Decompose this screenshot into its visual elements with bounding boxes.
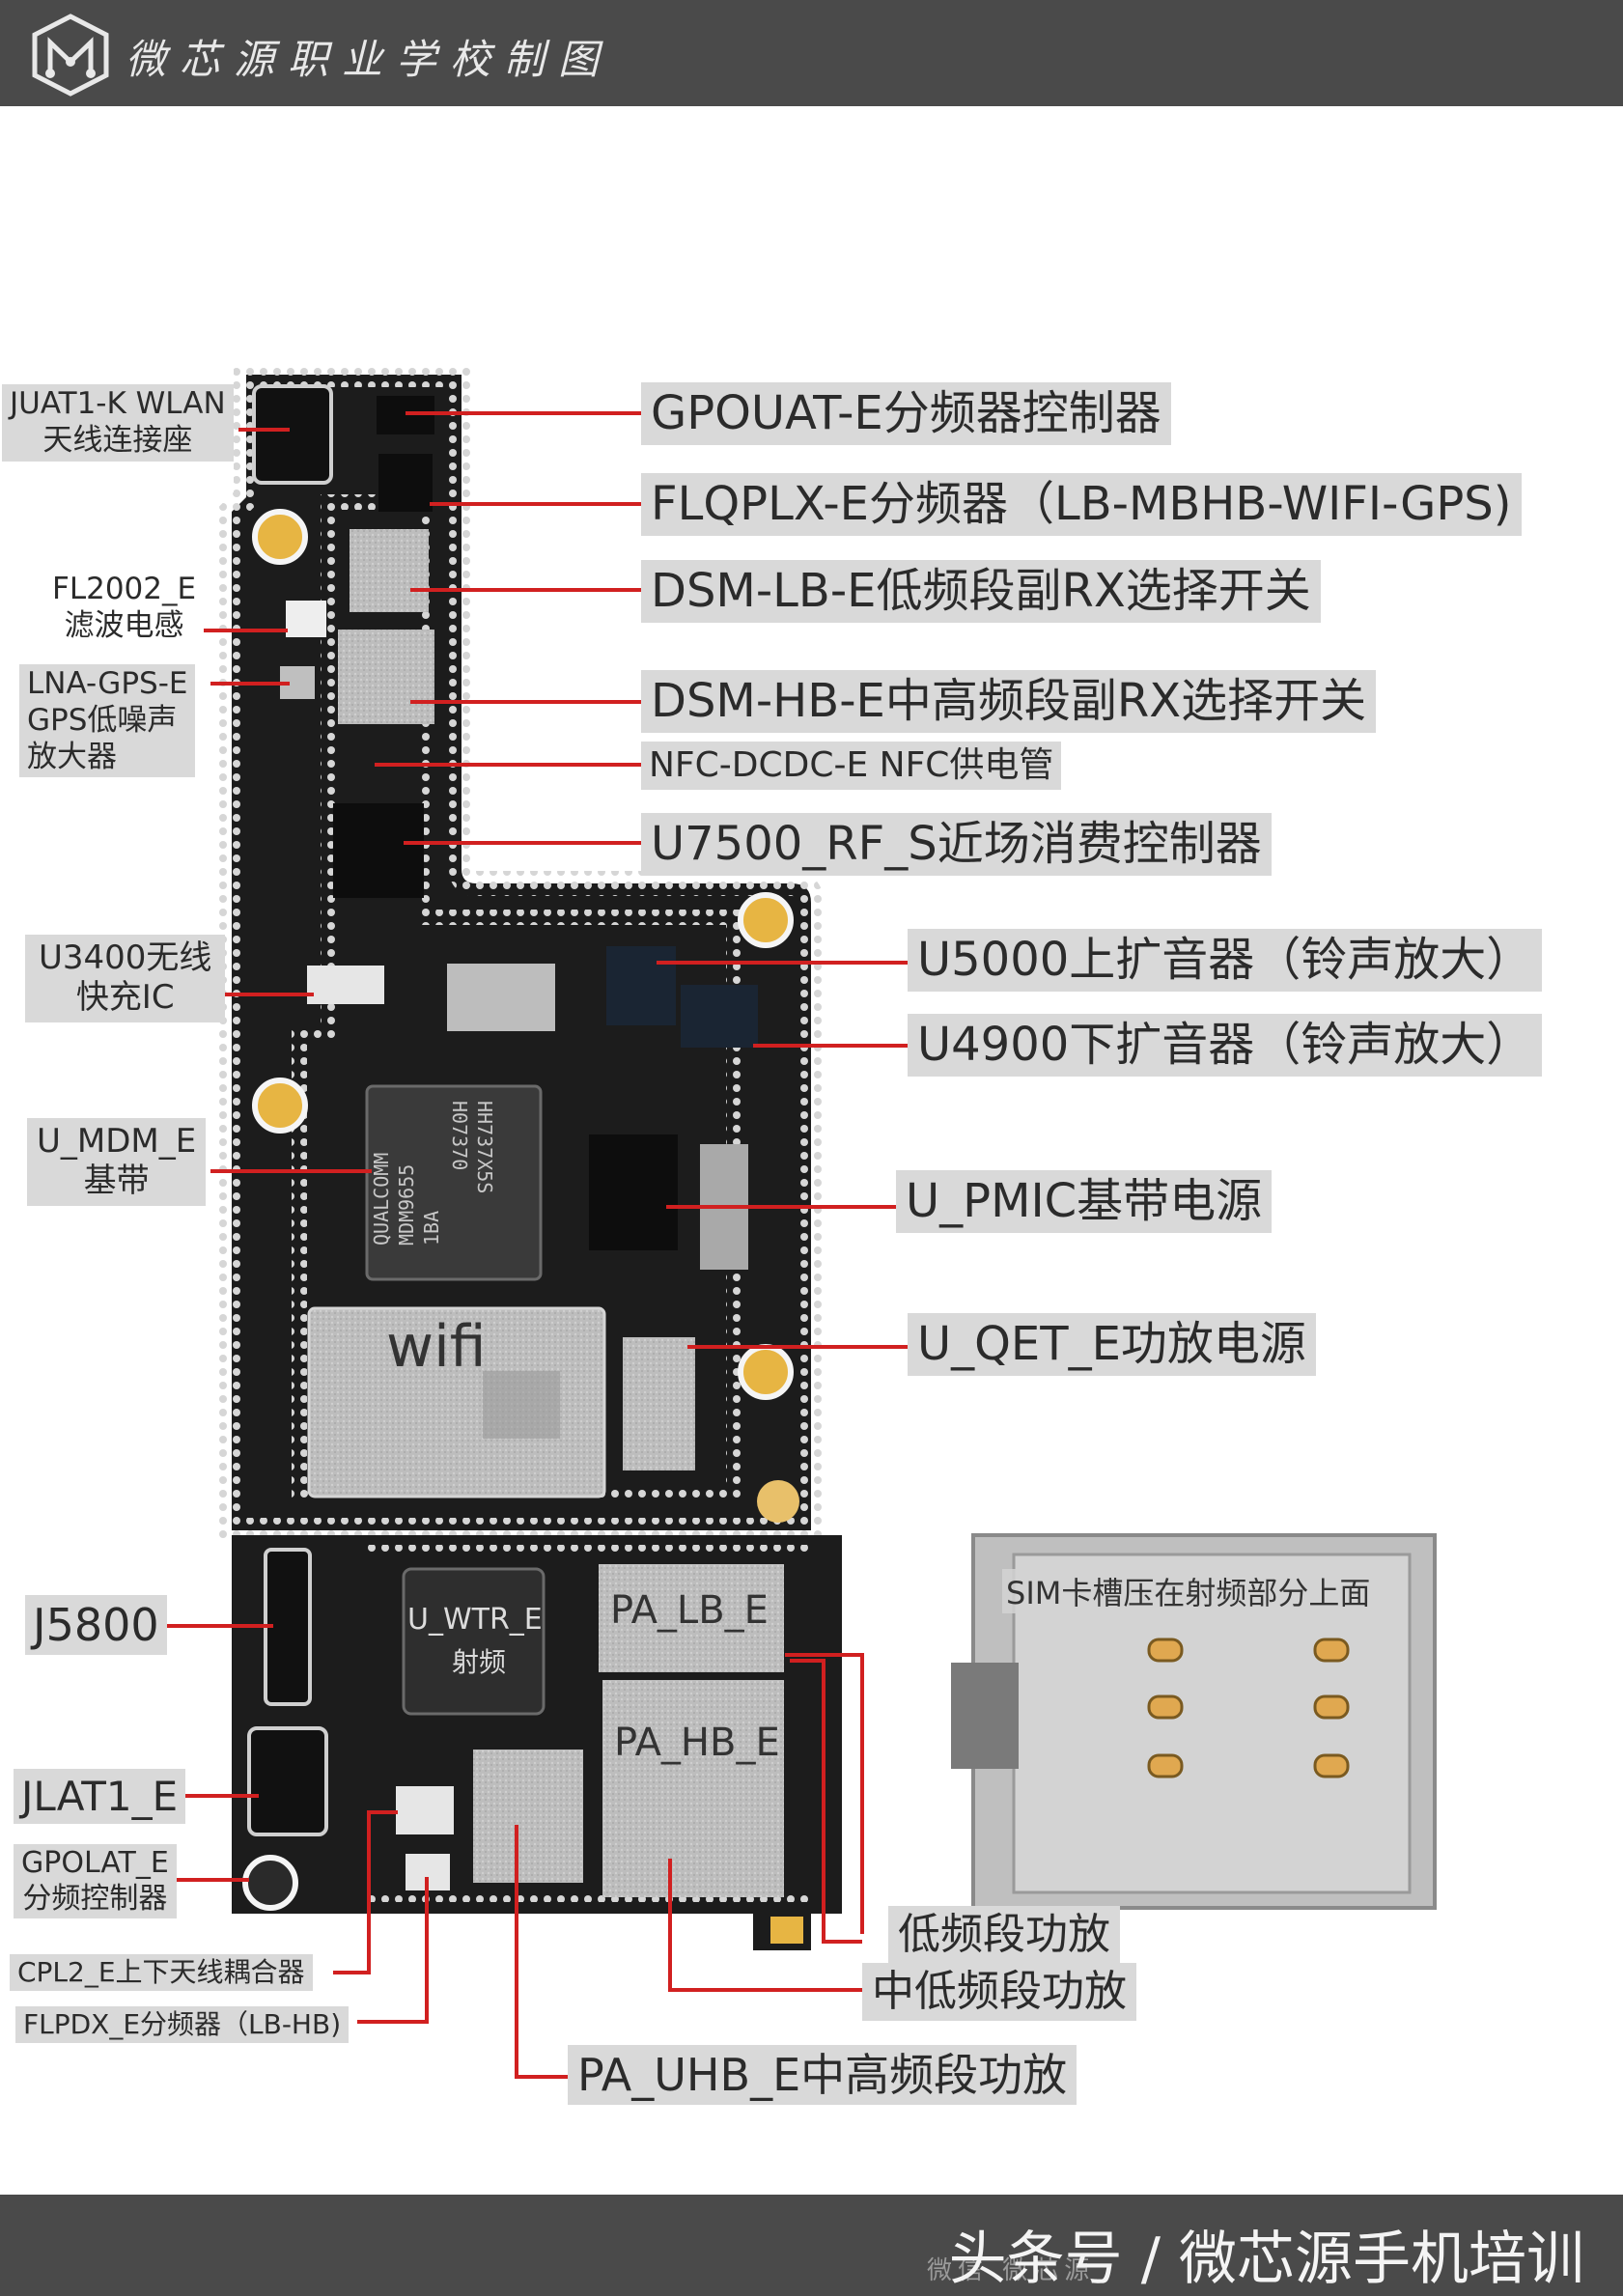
label-juat1k: JUAT1-K WLAN 天线连接座 bbox=[2, 384, 234, 462]
label-lna-line3: 放大器 bbox=[27, 739, 117, 774]
label-fl2002-line2: 滤波电感 bbox=[64, 607, 184, 643]
label-umdm-line2: 基带 bbox=[83, 1162, 150, 1201]
label-u4900: U4900下扩音器（铃声放大） bbox=[908, 1014, 1543, 1077]
mdm-chip-text: QUALCOMM MDM9655 1BA bbox=[369, 1153, 444, 1246]
label-u3400-line2: 快充IC bbox=[75, 978, 175, 1018]
footer-text: 头条号 / 微芯源手机培训 bbox=[948, 2226, 1584, 2293]
label-jlat1: JLAT1_E bbox=[14, 1769, 186, 1825]
wtr-chip-sublabel: 射频 bbox=[452, 1646, 507, 1678]
label-u7500: U7500_RF_S近场消费控制器 bbox=[641, 813, 1272, 876]
pa-hb-chip-label: PA_HB_E bbox=[614, 1721, 780, 1765]
sim-note: SIM卡槽压在射频部分上面 bbox=[1002, 1569, 1375, 1613]
label-fl2002-line1: FL2002_E bbox=[52, 572, 197, 606]
label-umdm: U_MDM_E 基带 bbox=[27, 1118, 207, 1206]
label-lna-line1: LNA-GPS-E bbox=[27, 666, 188, 701]
pa-lb-chip-label: PA_LB_E bbox=[610, 1588, 769, 1633]
label-j5800: J5800 bbox=[25, 1595, 167, 1656]
lower-board-chips bbox=[396, 1564, 803, 1944]
label-gpolat-line2: 分频控制器 bbox=[22, 1881, 168, 1916]
footer-watermark: 微信 微芯源 bbox=[927, 2256, 1096, 2285]
header-bar: 微芯源职业学校制图 bbox=[0, 0, 1623, 106]
wtr-chip-label: U_WTR_E bbox=[407, 1603, 543, 1637]
logo-icon bbox=[32, 14, 109, 97]
label-pa-uhb: PA_UHB_E中高频段功放 bbox=[568, 2045, 1077, 2106]
wifi-chip-label: wifi bbox=[386, 1313, 487, 1381]
label-gpolat-line1: GPOLAT_E bbox=[21, 1846, 169, 1880]
mdm-chip-line3: 1BA bbox=[420, 1210, 443, 1246]
label-juat1k-line2: 天线连接座 bbox=[42, 422, 193, 458]
mdm-chip-side1: HH737X5S bbox=[473, 1101, 496, 1194]
label-midlow-pa: 中低频段功放 bbox=[862, 1963, 1136, 2021]
mdm-chip-side2: H07370 bbox=[448, 1101, 471, 1171]
mdm-chip-line2: MDM9655 bbox=[395, 1163, 418, 1246]
label-gpolat: GPOLAT_E 分频控制器 bbox=[14, 1844, 177, 1919]
label-juat1k-line1: JUAT1-K WLAN bbox=[10, 386, 226, 421]
mdm-chip-side-text: HH737X5S H07370 bbox=[447, 1101, 497, 1193]
label-u5000: U5000上扩音器（铃声放大） bbox=[908, 929, 1543, 992]
label-low-pa: 低频段功放 bbox=[888, 1906, 1120, 1964]
label-flpdx: FLPDX_E分频器（LB-HB) bbox=[15, 2006, 350, 2044]
label-dsm-hb: DSM-HB-E中高频段副RX选择开关 bbox=[641, 670, 1377, 733]
label-uqet: U_QET_E功放电源 bbox=[908, 1313, 1316, 1376]
apple-logo bbox=[757, 1480, 799, 1523]
label-nfc-dcdc: NFC-DCDC-E NFC供电管 bbox=[641, 742, 1062, 790]
connectors bbox=[247, 384, 333, 1836]
brand-title: 微芯源职业学校制图 bbox=[126, 36, 613, 83]
label-u3400: U3400无线 快充IC bbox=[25, 935, 226, 1022]
label-upmic: U_PMIC基带电源 bbox=[896, 1170, 1273, 1233]
footer-bar: 微信 微芯源 头条号 / 微芯源手机培训 bbox=[0, 2195, 1623, 2296]
label-u3400-line1: U3400无线 bbox=[39, 938, 212, 977]
label-cpl2: CPL2_E上下天线耦合器 bbox=[10, 1954, 313, 1992]
label-gpouat: GPOUAT-E分频器控制器 bbox=[641, 382, 1171, 445]
mounting-holes bbox=[242, 509, 794, 1911]
label-umdm-line1: U_MDM_E bbox=[37, 1122, 197, 1161]
mdm-chip-line1: QUALCOMM bbox=[370, 1152, 393, 1246]
label-lna-line2: GPS低噪声 bbox=[27, 702, 178, 738]
qet-chip bbox=[623, 1337, 695, 1470]
wifi-module bbox=[307, 1306, 606, 1498]
label-fl2002: FL2002_E 滤波电感 bbox=[44, 570, 205, 647]
label-lna-gps: LNA-GPS-E GPS低噪声 放大器 bbox=[19, 664, 196, 778]
leader-lines bbox=[166, 411, 908, 2079]
label-dsm-lb: DSM-LB-E低频段副RX选择开关 bbox=[641, 560, 1321, 623]
label-flqplx: FLQPLX-E分频器（LB-MBHB-WIFI-GPS) bbox=[641, 473, 1522, 536]
modem-chip bbox=[365, 1084, 543, 1281]
